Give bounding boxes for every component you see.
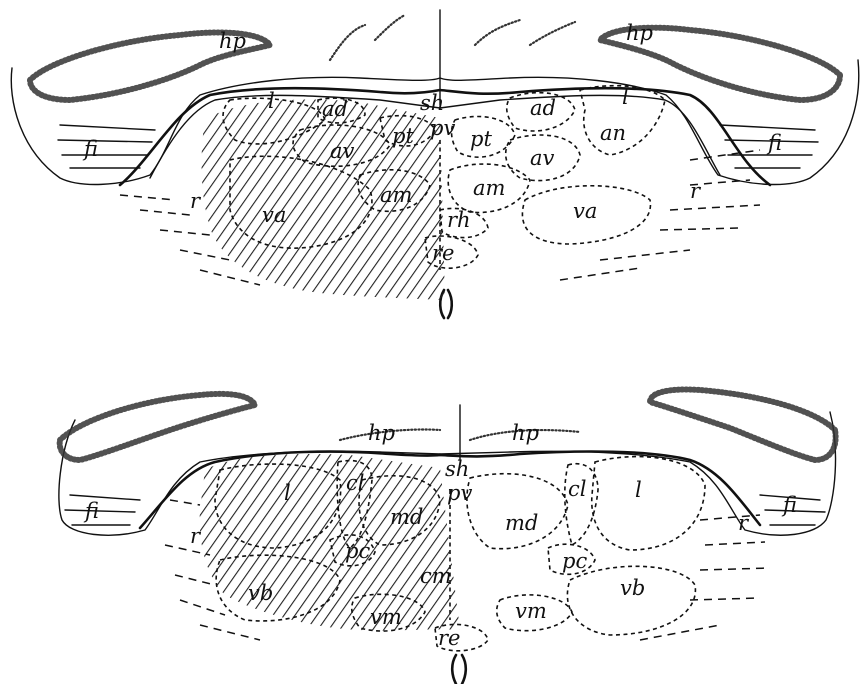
upper-label-rh: rh xyxy=(447,208,471,232)
upper-label-l-right: l xyxy=(622,85,629,109)
lower-label-cl-left: cl xyxy=(346,471,364,495)
lower-label-l-right: l xyxy=(635,478,642,502)
lower-label-cm: cm xyxy=(420,564,452,588)
lower-label-md-right: md xyxy=(505,511,538,535)
lower-label-hp-left: hp xyxy=(368,421,395,445)
upper-label-fi-left: fi xyxy=(82,137,98,161)
lower-label-cl-right: cl xyxy=(568,477,586,501)
lower-label-fi-right: fi xyxy=(781,493,797,517)
upper-label-am-right: am xyxy=(473,176,505,200)
lower-radiation-right xyxy=(640,515,770,640)
upper-label-an: an xyxy=(600,121,626,145)
upper-label-va-right: va xyxy=(573,199,597,223)
upper-label-ad-right: ad xyxy=(530,96,556,120)
lower-label-vm-right: vm xyxy=(515,599,547,623)
lower-label-md-left: md xyxy=(390,505,423,529)
upper-label-r-left: r xyxy=(190,189,202,213)
lower-label-l-left: l xyxy=(284,481,291,505)
lower-label-re: re xyxy=(438,626,460,650)
lower-cortex-outline-right xyxy=(440,412,836,535)
upper-section xyxy=(11,10,858,318)
upper-label-va-left: va xyxy=(262,203,286,227)
upper-label-r-right: r xyxy=(690,179,702,203)
upper-label-l-left: l xyxy=(268,89,275,113)
lower-label-pv: pv xyxy=(447,481,472,505)
lower-nucleus-l-right xyxy=(592,457,705,550)
lower-hp-band-right xyxy=(650,390,836,461)
upper-fimbria-left xyxy=(58,125,155,168)
upper-label-pv: pv xyxy=(430,116,455,140)
lower-fimbria-left xyxy=(65,495,140,525)
upper-label-re: re xyxy=(432,241,454,265)
upper-label-sh: sh xyxy=(420,91,444,115)
lower-ventricle-slit xyxy=(452,655,466,684)
upper-label-pt-left: pt xyxy=(392,124,414,148)
upper-label-av-left: av xyxy=(330,139,355,163)
upper-label-fi-right: fi xyxy=(766,131,782,155)
lower-hp-band-left xyxy=(60,394,255,460)
lower-label-vb-right: vb xyxy=(620,576,645,600)
upper-label-ad-left: ad xyxy=(322,97,348,121)
lower-label-vb-left: vb xyxy=(248,581,273,605)
lower-label-pc-right: pc xyxy=(562,549,587,573)
upper-label-av-right: av xyxy=(530,146,555,170)
lower-label-hp-right: hp xyxy=(512,421,539,445)
upper-label-hp-left: hp xyxy=(219,29,246,53)
lower-label-vm-left: vm xyxy=(370,605,402,629)
lower-label-fi-left: fi xyxy=(83,499,99,523)
upper-hp-top-right xyxy=(475,20,575,45)
lower-lesion-hatching xyxy=(195,450,470,640)
upper-hp-top-left xyxy=(330,15,405,60)
lower-label-sh: sh xyxy=(445,457,469,481)
lower-label-pc-left: pc xyxy=(345,539,370,563)
upper-label-hp-right: hp xyxy=(626,21,653,45)
upper-label-pt-right: pt xyxy=(470,127,492,151)
upper-label-am-left: am xyxy=(380,183,412,207)
